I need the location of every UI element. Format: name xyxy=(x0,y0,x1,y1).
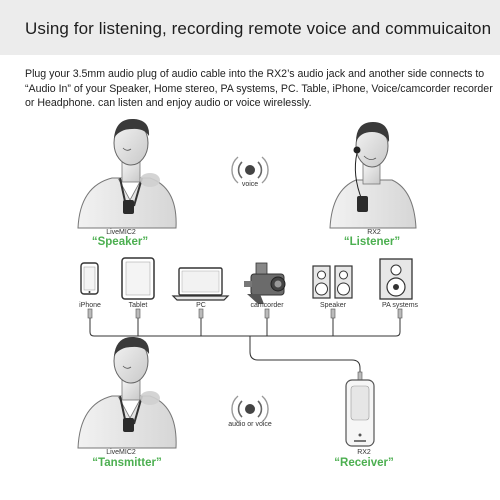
top-right-role-label: “Listener” xyxy=(343,236,401,248)
device-label-iphone: iPhone xyxy=(79,302,101,309)
bottom-right-role-label: “Receiver” xyxy=(334,457,394,469)
device-label-tablet: Tablet xyxy=(128,302,148,309)
tablet-icon xyxy=(121,257,155,300)
pa-system-icon xyxy=(379,258,413,300)
rx2-receiver-icon xyxy=(345,379,375,447)
audio-cable-lines xyxy=(89,318,401,372)
speaker-box-icon xyxy=(312,265,353,299)
device-label-pc: PC xyxy=(196,302,206,309)
page-title: Using for listening, recording remote vo… xyxy=(25,19,492,38)
bottom-left-device-label: LiveMIC2 xyxy=(106,449,136,456)
header-bar: Using for listening, recording remote vo… xyxy=(0,0,500,55)
pc-laptop-icon xyxy=(171,267,230,301)
description-text: Plug your 3.5mm audio plug of audio cabl… xyxy=(25,68,493,110)
speaker-person-icon xyxy=(77,118,177,229)
top-right-device-label: RX2 xyxy=(367,229,381,236)
device-label-pa-systems: PA systems xyxy=(381,302,419,309)
device-label-speaker: Speaker xyxy=(319,302,347,309)
transmitter-person-icon xyxy=(77,336,177,449)
wireless-wave-icon xyxy=(231,156,269,184)
bottom-right-device-label: RX2 xyxy=(357,449,371,456)
camcorder-icon xyxy=(244,262,286,304)
top-left-role-label: “Speaker” xyxy=(91,236,149,248)
device-label-camcorder: camcorder xyxy=(250,302,284,309)
listener-person-icon xyxy=(329,122,417,229)
iphone-icon xyxy=(80,262,99,295)
top-left-device-label: LiveMIC2 xyxy=(106,229,136,236)
bottom-wave-label: audio or voice xyxy=(228,421,272,428)
wireless-wave-icon-bottom xyxy=(231,395,269,423)
bottom-left-role-label: “Tansmitter” xyxy=(92,457,162,469)
top-wave-label: voice xyxy=(241,181,259,188)
